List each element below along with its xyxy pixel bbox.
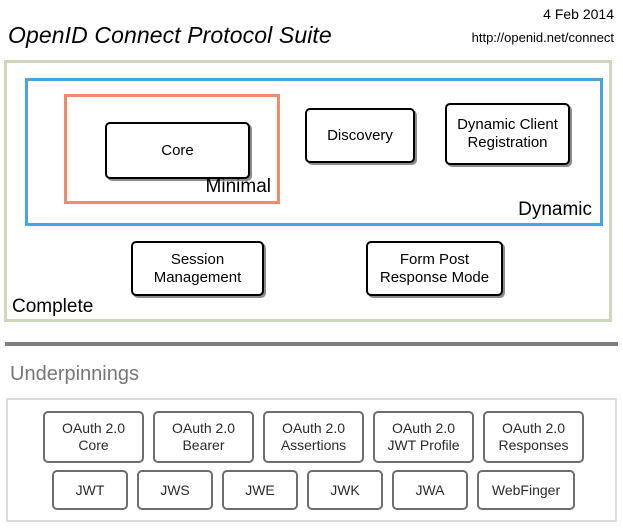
underpinning-box[interactable]: JWE [222, 470, 298, 510]
underpinning-box[interactable]: OAuth 2.0 Responses [483, 411, 584, 463]
underpinning-box[interactable]: OAuth 2.0 JWT Profile [373, 411, 474, 463]
underpinning-box[interactable]: JWA [392, 470, 468, 510]
tier-label-complete: Complete [12, 296, 94, 317]
underpinning-box[interactable]: OAuth 2.0 Assertions [263, 411, 364, 463]
spec-box-dynamic-client-registration[interactable]: Dynamic Client Registration [445, 103, 570, 165]
spec-box-discovery[interactable]: Discovery [305, 108, 415, 163]
spec-box-session-management[interactable]: Session Management [131, 241, 264, 296]
header-date: 4 Feb 2014 [543, 6, 614, 22]
section-divider [5, 342, 618, 346]
underpinnings-title: Underpinnings [10, 363, 139, 385]
underpinning-box[interactable]: JWT [52, 470, 128, 510]
tier-complete-container: Core Minimal Discovery Dynamic Client Re… [4, 60, 612, 322]
tier-label-minimal: Minimal [205, 176, 271, 197]
underpinning-box[interactable]: JWK [307, 470, 383, 510]
spec-box-form-post-response-mode[interactable]: Form Post Response Mode [366, 241, 503, 296]
spec-box-core[interactable]: Core [105, 122, 250, 179]
tier-label-dynamic: Dynamic [518, 199, 592, 220]
page-header: OpenID Connect Protocol Suite 4 Feb 2014… [0, 0, 623, 57]
page-title: OpenID Connect Protocol Suite [8, 22, 332, 48]
tier-minimal-container: Core Minimal [64, 94, 280, 204]
underpinning-box[interactable]: JWS [137, 470, 213, 510]
underpinning-box[interactable]: OAuth 2.0 Core [43, 411, 144, 463]
underpinning-box[interactable]: WebFinger [477, 470, 575, 510]
tier-dynamic-container: Core Minimal Discovery Dynamic Client Re… [25, 78, 603, 226]
header-url: http://openid.net/connect [471, 30, 614, 45]
underpinning-box[interactable]: OAuth 2.0 Bearer [153, 411, 254, 463]
